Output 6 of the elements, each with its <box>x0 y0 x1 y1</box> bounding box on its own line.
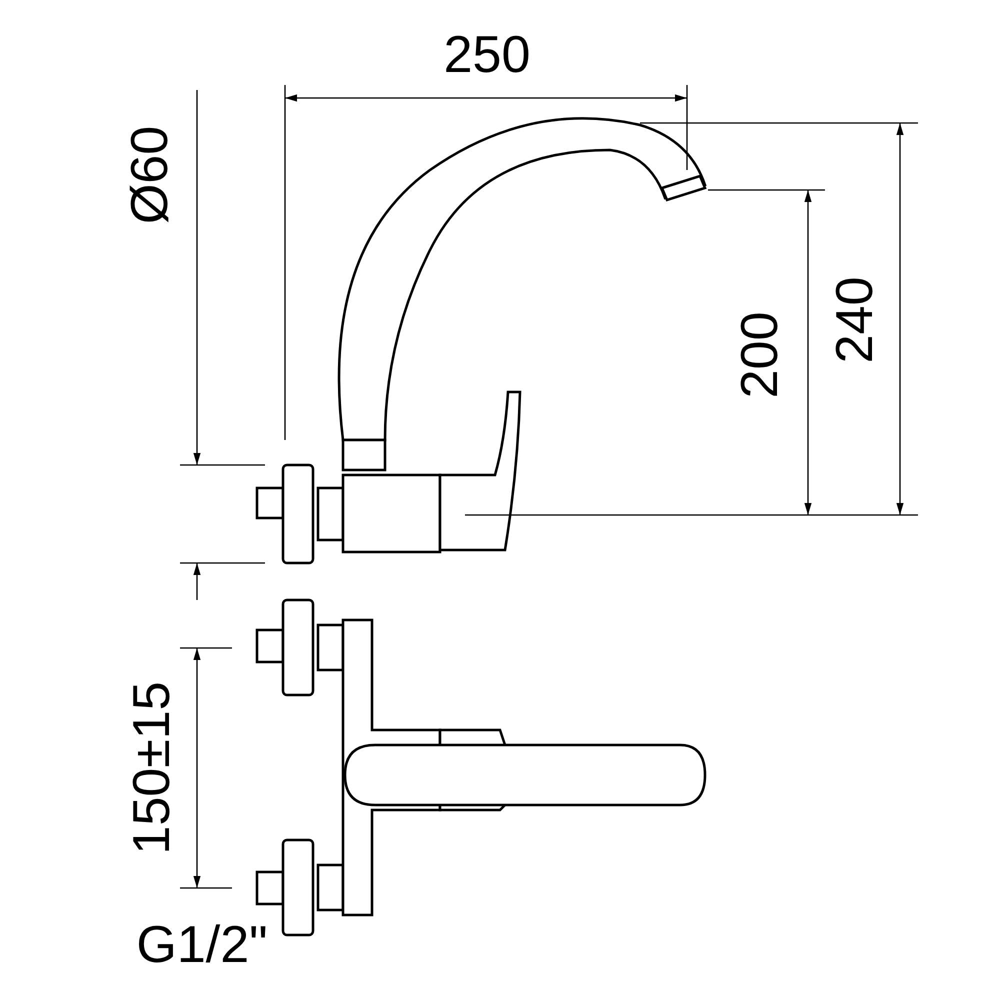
dimension-label: G1/2" <box>136 919 268 971</box>
dimension-label: 200 <box>734 312 786 398</box>
dimension-label: 240 <box>829 276 881 364</box>
dimension-label: Ø60 <box>124 126 176 224</box>
dimension-label: 150±15 <box>126 681 178 855</box>
dimension-label: 250 <box>444 29 530 81</box>
